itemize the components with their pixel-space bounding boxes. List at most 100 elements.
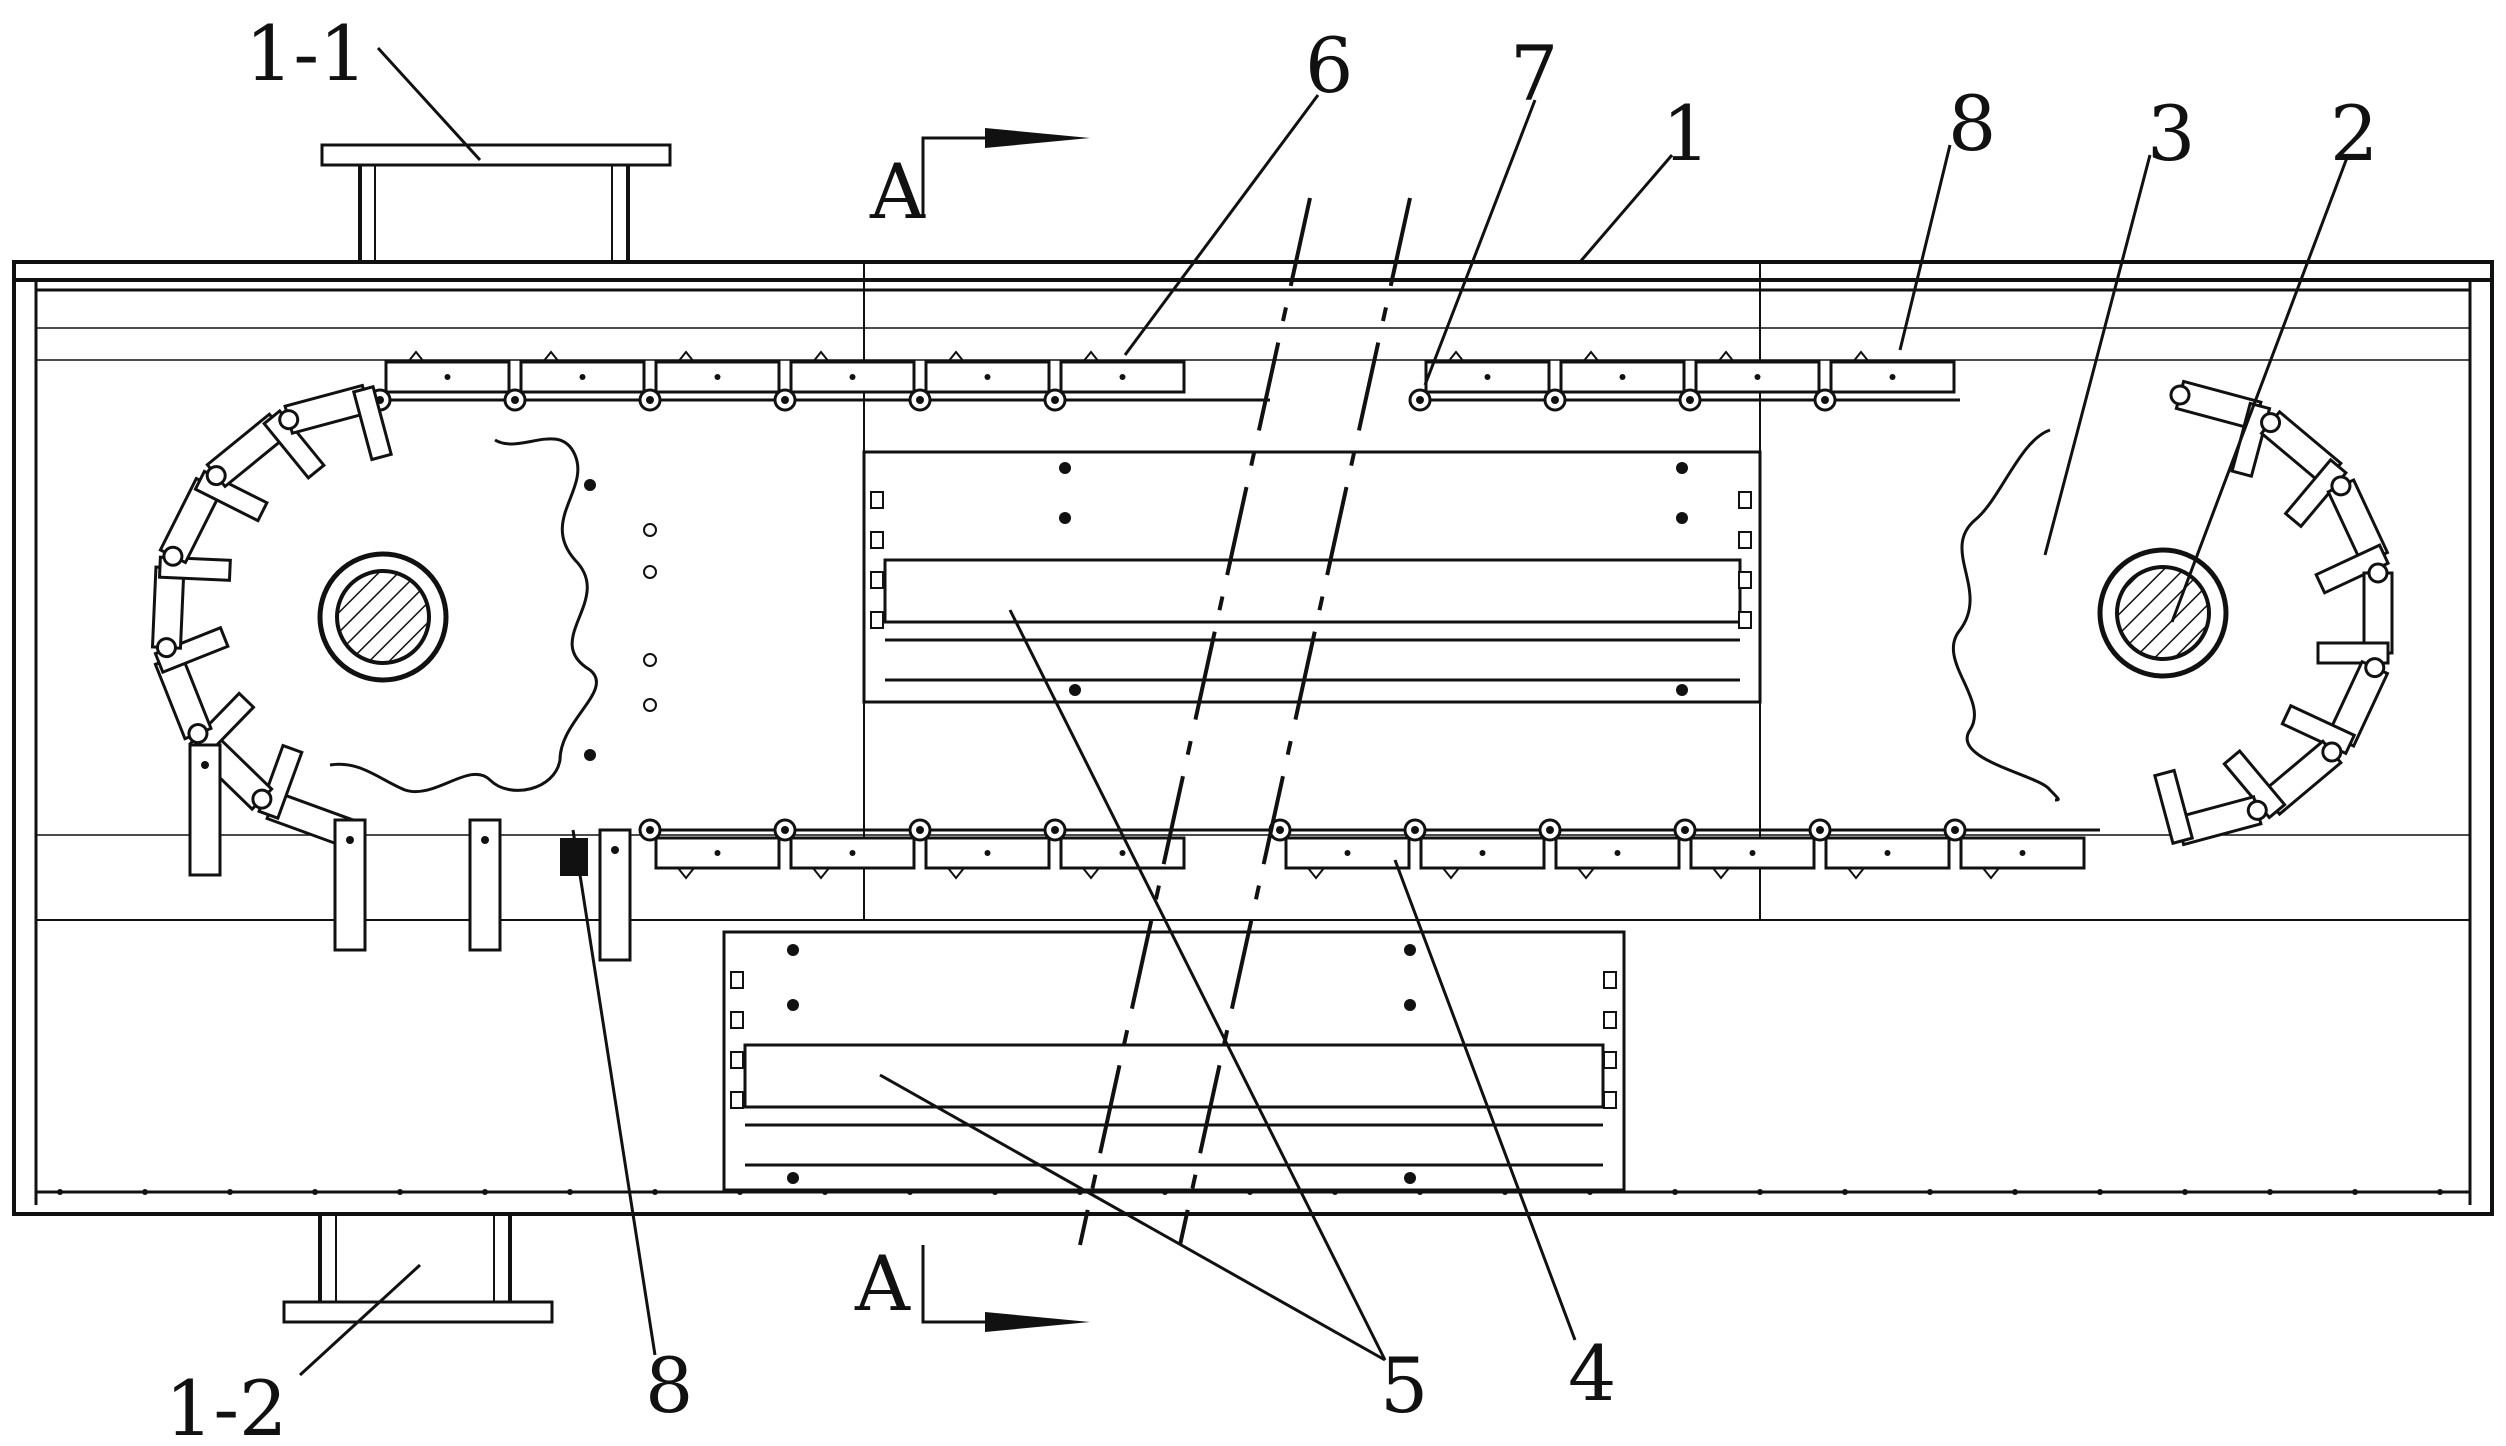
end-link-flight: [2283, 457, 2349, 529]
flight-rivet: [1614, 850, 1621, 856]
sprockets: [317, 428, 2229, 802]
base-rivet: [1077, 1189, 1083, 1195]
frame-bolt: [787, 999, 799, 1011]
inlet-pipe: [320, 143, 672, 262]
upper-support-frame: [862, 450, 1762, 704]
leader-2: [2170, 154, 2350, 623]
base-rivet: [227, 1189, 233, 1195]
end-link-roller: [2330, 475, 2352, 497]
roller-pin: [1686, 396, 1694, 404]
frame-edge-bolt: [870, 611, 884, 629]
end-link-flight: [2316, 641, 2390, 665]
base-rivet: [57, 1189, 63, 1195]
chain-end-link: [2169, 379, 2272, 479]
base-rivet: [1757, 1189, 1763, 1195]
end-link-roller: [2321, 741, 2343, 763]
housing-outer-wall: [12, 260, 2494, 1216]
frame-bolt: [1069, 684, 1081, 696]
callout-label-6: 6: [1305, 21, 1353, 110]
leader-1-2: [298, 1263, 422, 1377]
flight-tooth: [1712, 867, 1730, 880]
right-shaft-ring: [2097, 547, 2229, 679]
flight-rivet: [1484, 374, 1491, 380]
left-sprocket: [329, 437, 598, 794]
flight-tooth: [1577, 867, 1595, 880]
flight-rivet: [1889, 374, 1896, 380]
frame-edge-bolt: [730, 1051, 744, 1069]
flight-tooth: [1852, 350, 1870, 363]
end-link-flight: [351, 384, 394, 462]
section-mark-bottom-letter: A: [854, 1239, 911, 1328]
flight-rivet: [579, 374, 586, 380]
flight-tooth: [1307, 867, 1325, 880]
flight-tooth: [542, 350, 560, 363]
plate-hole: [643, 698, 657, 712]
flight-rivet: [849, 850, 856, 856]
base-rivet: [992, 1189, 998, 1195]
base-rivet: [1417, 1189, 1423, 1195]
roller-pin: [511, 396, 519, 404]
frame-edge-bolt: [1603, 1091, 1617, 1109]
end-link-roller: [2367, 562, 2389, 584]
chain-end-link: [2280, 657, 2390, 756]
base-rivet: [2437, 1189, 2443, 1195]
frame-edge-bolt: [1738, 531, 1752, 549]
section-mark-top-arrow: [985, 128, 1090, 148]
roller-pin: [1276, 826, 1284, 834]
frame-bolt: [1059, 462, 1071, 474]
plate-hole: [643, 653, 657, 667]
base-rivet: [1247, 1189, 1253, 1195]
frame-bolt: [1404, 1172, 1416, 1184]
end-link-roller: [251, 788, 273, 810]
flight-rivet: [2019, 850, 2026, 856]
chain-flight-plate: [1689, 836, 1816, 870]
frame-bolts: [57, 462, 2443, 1195]
frame-edge-bolt: [730, 971, 744, 989]
outlet-pipe: [282, 1214, 554, 1324]
flight-tooth: [1082, 867, 1100, 880]
roller-pin: [781, 826, 789, 834]
base-rivet: [482, 1189, 488, 1195]
base-rivet: [2352, 1189, 2358, 1195]
base-rivet: [567, 1189, 573, 1195]
plate-hole: [643, 523, 657, 537]
housing: [12, 260, 2494, 1216]
callout-label-5: 5: [1380, 1341, 1428, 1430]
end-link-roller: [155, 637, 177, 659]
section-markers: A A: [854, 128, 1090, 1332]
section-mark-bottom-arrow: [985, 1312, 1090, 1332]
end-link-flight: [153, 625, 230, 675]
right-drive-shaft: [2115, 565, 2211, 661]
frame-edge-bolt: [730, 1091, 744, 1109]
hanging-flight-pin: [481, 836, 489, 844]
chain-flight-plate: [654, 360, 781, 394]
frame-bolt: [1059, 512, 1071, 524]
flight-tooth: [677, 867, 695, 880]
callout-labels: 1-1 6 7 1 8 3 2 1-2 8 5 4: [165, 9, 2378, 1446]
roller-pin: [646, 396, 654, 404]
leader-4: [1393, 859, 1577, 1341]
end-link-flight: [2222, 748, 2287, 820]
flight-tooth: [1582, 350, 1600, 363]
lower-chain: [638, 818, 2100, 880]
callout-label-8-bottom: 8: [645, 1341, 693, 1430]
plate-hole: [643, 565, 657, 579]
end-link-roller: [2246, 799, 2268, 821]
roller-pin: [916, 826, 924, 834]
lower-support-frame: [722, 930, 1626, 1192]
base-rivet: [397, 1189, 403, 1195]
chain-end-link: [2152, 768, 2268, 847]
leader-lines: [298, 46, 2350, 1377]
flight-rivet: [1749, 850, 1756, 856]
callout-label-3: 3: [2147, 89, 2195, 178]
leader-5-upper: [1008, 609, 1387, 1361]
chain-end-link: [205, 408, 326, 489]
plate-bolt: [584, 479, 596, 491]
flight-rivet: [714, 374, 721, 380]
flight-tooth: [1082, 350, 1100, 363]
base-rivet: [142, 1189, 148, 1195]
base-rivet: [1927, 1189, 1933, 1195]
leader-8-top: [1898, 144, 1952, 351]
